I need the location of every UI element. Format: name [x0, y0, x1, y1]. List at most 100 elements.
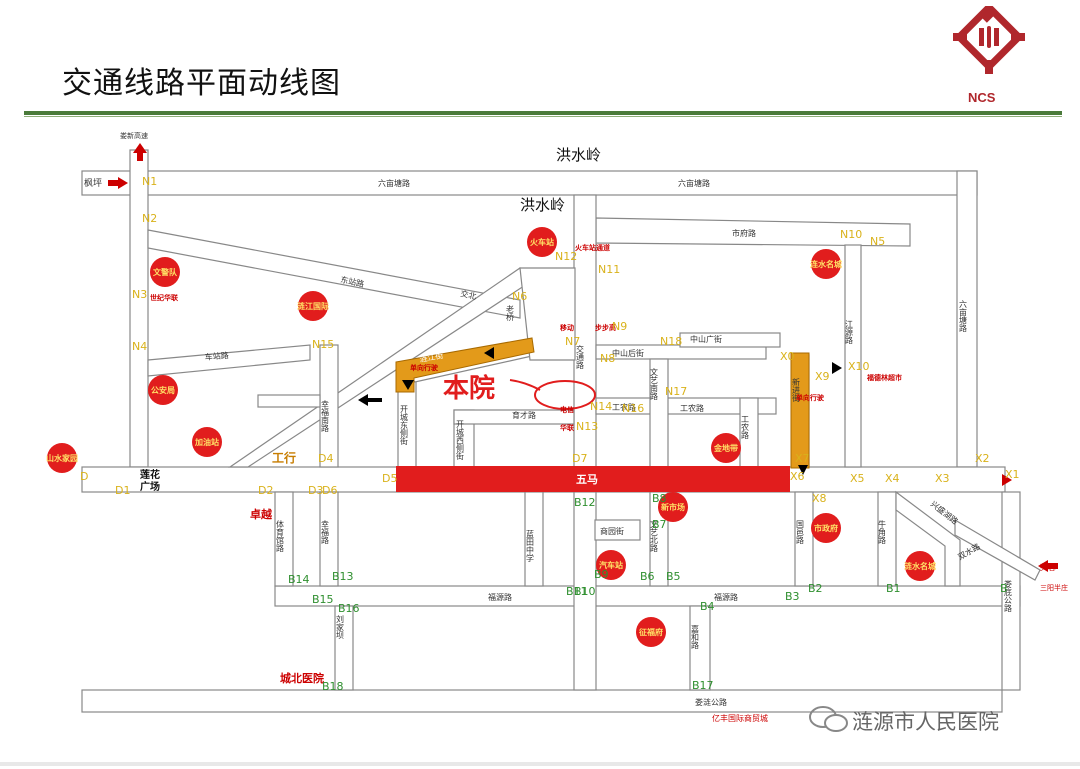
small-red-label: 电信: [560, 405, 574, 414]
road-label-shifu: 市府路: [732, 228, 756, 238]
bottom-line: [0, 762, 1080, 766]
small-red-label: 单向行驶: [796, 393, 825, 402]
landmark-circle: [298, 291, 328, 321]
road-label-laoqiao: 老桥: [506, 304, 515, 322]
route-code-b4: B4: [700, 600, 715, 613]
landmark-label: 征福府: [639, 627, 663, 637]
landmark-circle: [811, 513, 841, 543]
landmark-label: 涟水名城: [904, 561, 936, 571]
small-red-label: 单向行驶: [410, 363, 439, 372]
ncs-logo-icon: [953, 6, 1025, 74]
route-code-b3: B3: [785, 590, 800, 603]
road-label-zhongshanguang: 中山广街: [690, 334, 722, 344]
landmark-circle: [711, 433, 741, 463]
logo-text: NCS: [968, 90, 996, 105]
place-gonghang: 工行: [272, 450, 296, 465]
landmark-label: 文警队: [153, 267, 178, 277]
route-code-b7: B7: [652, 518, 667, 531]
landmark-label: 火车站: [530, 237, 554, 247]
road-label-guoyi: 国邑路: [796, 520, 805, 544]
route-code-n9: N9: [612, 320, 627, 333]
route-code-x3: X3: [935, 472, 950, 485]
one-way-xinjin: [790, 352, 810, 469]
road-label-gongnong_v: 工农路: [741, 415, 750, 439]
road-label-lianjiang: 涟江街: [419, 350, 444, 364]
landmark-circle: [596, 550, 626, 580]
landmark-label: 涟江国际: [297, 301, 329, 311]
place-ngclub: 亿丰国际商贸城: [712, 713, 768, 723]
title-rule-thin: [24, 116, 1062, 117]
route-code-x4: X4: [885, 472, 900, 485]
route-code-x10: X10: [848, 360, 870, 373]
place-chengbei: 城北医院: [280, 671, 324, 685]
landmark-circle: [811, 249, 841, 279]
route-code-n14: N14: [590, 400, 612, 413]
road-label-tiyuguan: 体育馆路: [276, 519, 285, 552]
landmark-circle: [527, 227, 557, 257]
road-label-liuhe: 刘家坝: [336, 614, 345, 640]
route-code-n7: N7: [565, 335, 580, 348]
route-code-n3: N3: [132, 288, 147, 301]
small-red-label: 移动: [560, 323, 574, 332]
road-label-loushao: 娄涟公路: [695, 697, 727, 707]
road-label-liuhou_left: 六亩塘路: [378, 178, 410, 188]
landmark-label: 公安局: [151, 385, 175, 395]
landmark-circle: [47, 443, 77, 473]
route-code-d4: D4: [318, 452, 333, 465]
route-code-x1: X1: [1005, 468, 1020, 481]
route-code-x2: X2: [975, 452, 990, 465]
landmark-label: 市政府: [814, 523, 838, 533]
small-red-label: 世纪华联: [150, 293, 179, 302]
place-guangchang: 广场: [140, 480, 160, 493]
landmark-circle: [905, 551, 935, 581]
route-code-d5: D5: [382, 472, 397, 485]
landmark-label: 新市场: [661, 502, 685, 512]
route-code-x9: X9: [815, 370, 830, 383]
road-label-jiaxing: 嘉和路: [691, 624, 700, 649]
wechat-icon: [809, 706, 848, 732]
place-fengshang: 芙蓉: [1040, 562, 1056, 572]
small-red-label: 步步高: [595, 323, 616, 332]
landmark-circle: [658, 492, 688, 522]
small-red-label: 福德林超市: [866, 373, 902, 382]
road-label-xingfu: 幸福路: [321, 520, 330, 544]
place-sanshi: 三阳半庄: [1040, 583, 1068, 592]
route-code-b2: B2: [808, 582, 823, 595]
road-label-wenyi_nan: 文艺南路: [650, 367, 659, 400]
title-rule: [24, 111, 1062, 115]
route-code-n15: N15: [312, 338, 334, 351]
route-code-n1: N1: [142, 175, 157, 188]
route-code-b9: B9: [594, 568, 609, 581]
route-code-x0: X0: [780, 350, 795, 363]
route-code-n5: N5: [870, 235, 885, 248]
route-code-b13: B13: [332, 570, 354, 583]
landmark-circle: [636, 617, 666, 647]
place-lianhua: 莲花: [140, 468, 160, 481]
route-code-n16: N16: [622, 402, 644, 415]
road-label-jiangyuan: 江源路: [845, 320, 854, 344]
route-code-n17: N17: [665, 385, 687, 398]
route-code-b11: B11: [566, 585, 588, 598]
place-hongshuiling-mid: 洪水岭: [520, 196, 565, 214]
landmark-label: 山水家园: [46, 453, 78, 463]
road-label-dongzhan: 东站路: [340, 274, 366, 289]
route-code-b12: B12: [574, 496, 596, 509]
road-label-kaicheng_dong: 开城东侧街: [400, 405, 409, 446]
page-title: 交通线路平面动线图: [62, 66, 341, 101]
road-label-lantian: 蓝田中学: [526, 529, 535, 562]
landmark-circle: [148, 375, 178, 405]
road-label-gongnong1: 工农路: [612, 402, 636, 412]
route-code-n10: N10: [840, 228, 862, 241]
route-code-b15: B15: [312, 593, 334, 606]
route-code-b10: B10: [574, 585, 596, 598]
route-code-n18: N18: [660, 335, 682, 348]
wuma-main-road-highlight: [396, 466, 790, 492]
road-label-liumou_v: 六亩塘路: [959, 299, 968, 332]
landmark-label: 汽车站: [599, 560, 623, 570]
road-label-fuyuan: 福源路: [488, 592, 512, 602]
route-code-d6: D6: [322, 484, 337, 497]
route-code-b16: B16: [338, 602, 360, 615]
route-code-b8: B8: [652, 492, 667, 505]
route-code-n2: N2: [142, 212, 157, 225]
